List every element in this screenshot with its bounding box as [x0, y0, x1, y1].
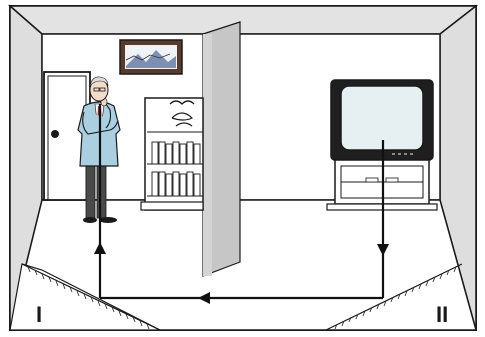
room-label-2: II	[436, 302, 448, 327]
bookshelf-icon	[141, 98, 203, 210]
partition-wall	[203, 22, 240, 276]
ceiling	[10, 6, 476, 34]
landscape-painting-icon	[120, 40, 182, 74]
room-label-1: I	[36, 302, 42, 327]
